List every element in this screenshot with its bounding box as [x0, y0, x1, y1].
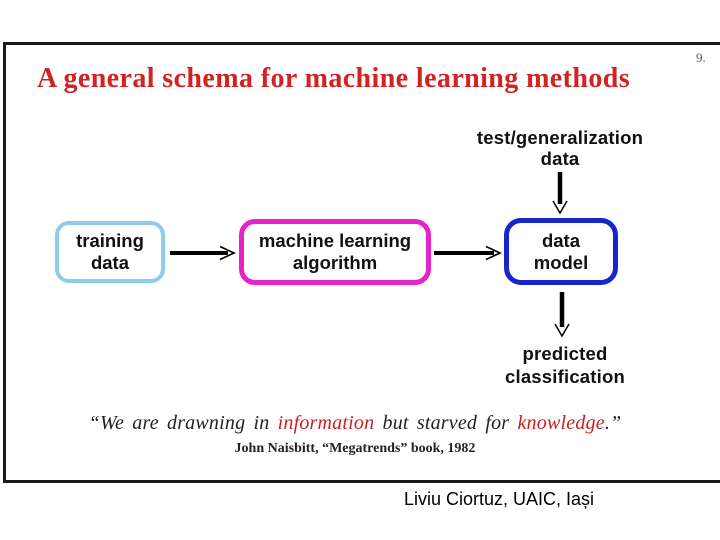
predicted-classification-label: predicted classification	[455, 342, 675, 388]
footer-credit: Liviu Ciortuz, UAIC, Iași	[404, 489, 595, 509]
arrow-down-icon	[552, 172, 568, 215]
test-data-label-line1: test/generalization	[476, 127, 644, 148]
box-label-line: training	[76, 230, 144, 251]
box-label-line: data	[541, 229, 581, 251]
test-data-label-line2: data	[540, 148, 580, 169]
quote-highlight-knowledge: knowledge	[517, 412, 605, 434]
predicted-label-line1: predicted	[522, 343, 608, 364]
page-number: 9.	[696, 50, 706, 65]
quote-segment: “We are drawning in	[88, 412, 278, 434]
quote-segment: .”	[604, 412, 622, 434]
quote-text: “We are drawning in information but star…	[30, 412, 680, 435]
machine-learning-algorithm-box: machine learning algorithm	[239, 219, 431, 285]
box-label-line: machine learning	[258, 230, 412, 251]
arrow-right-icon	[434, 245, 502, 261]
box-label-line: model	[533, 251, 589, 273]
training-data-box: training data	[55, 221, 165, 283]
box-label-line: algorithm	[292, 252, 378, 273]
quote-highlight-information: information	[277, 412, 375, 434]
arrow-down-icon	[554, 292, 570, 338]
quote-attribution: John Naisbitt, “Megatrends” book, 1982	[234, 441, 476, 456]
box-label-line: data	[90, 252, 130, 273]
arrow-right-icon	[170, 245, 236, 261]
data-model-box: data model	[504, 218, 618, 285]
test-data-label: test/generalization data	[450, 127, 670, 169]
quote-segment: but starved for	[374, 412, 518, 434]
predicted-label-line2: classification	[504, 366, 625, 387]
slide-title: A general schema for machine learning me…	[37, 63, 630, 94]
